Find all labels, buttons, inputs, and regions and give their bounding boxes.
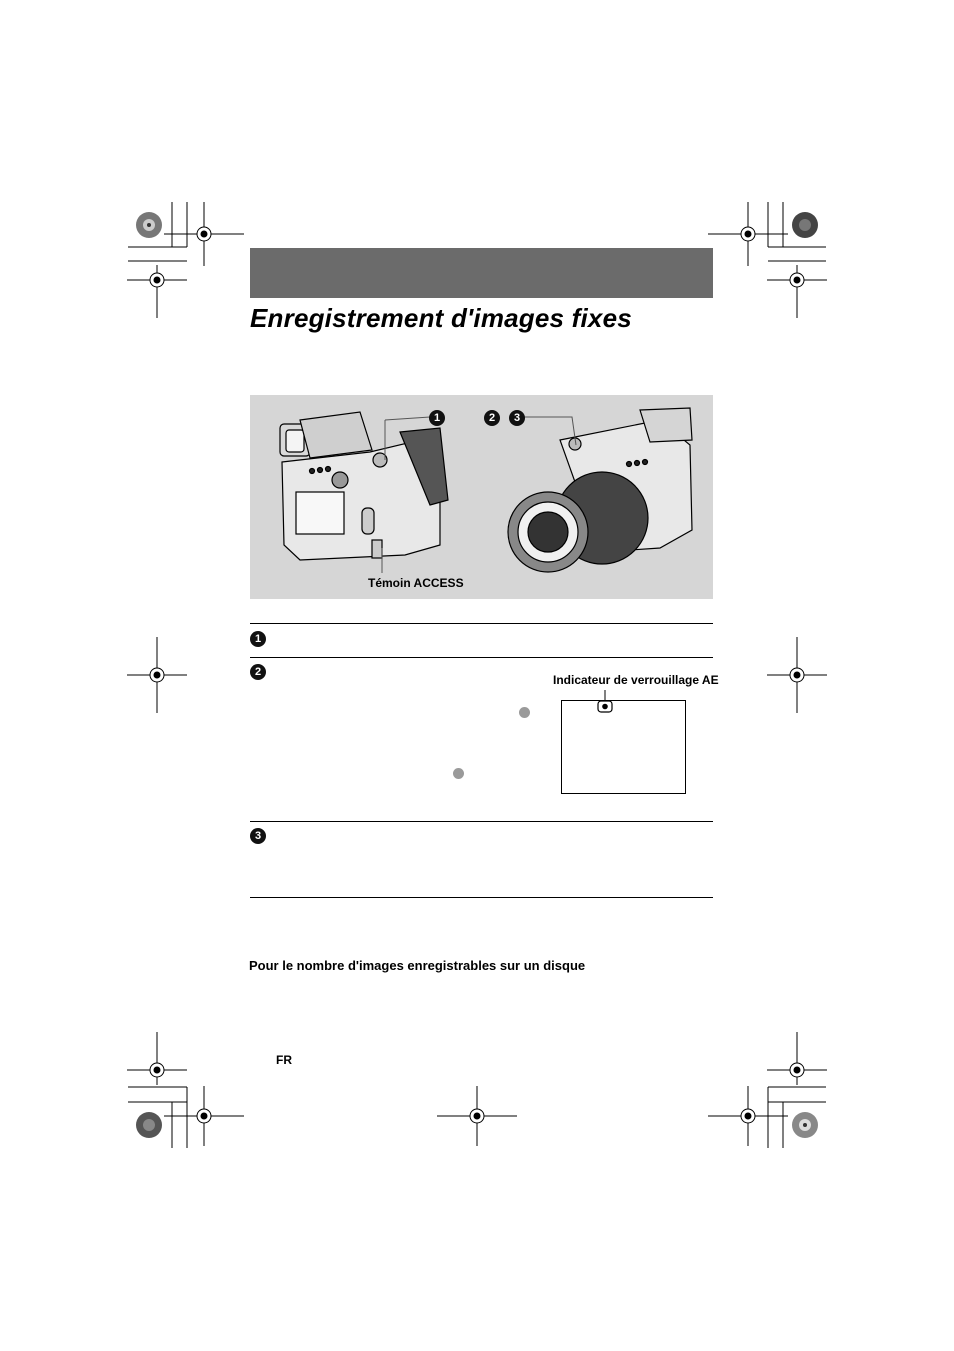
divider xyxy=(250,821,713,822)
divider xyxy=(250,657,713,658)
callout-3: 3 xyxy=(509,410,525,426)
language-code: FR xyxy=(276,1053,292,1067)
page-title: Enregistrement d'images fixes xyxy=(250,303,632,333)
grey-dot-marker xyxy=(519,707,530,718)
step-3-number: 3 xyxy=(250,828,266,844)
access-lamp-label: Témoin ACCESS xyxy=(368,576,464,590)
grey-dot-marker xyxy=(453,768,464,779)
callout-1: 1 xyxy=(429,410,445,426)
section-heading: Pour le nombre d'images enregistrables s… xyxy=(249,958,586,973)
divider xyxy=(250,897,713,898)
lcd-screen-illustration xyxy=(561,700,686,794)
header-band xyxy=(250,248,713,298)
step-2-number: 2 xyxy=(250,664,266,680)
callout-2: 2 xyxy=(484,410,500,426)
ae-lock-indicator-label: Indicateur de verrouillage AE xyxy=(553,673,719,687)
step-1-number: 1 xyxy=(250,631,266,647)
divider xyxy=(250,623,713,624)
